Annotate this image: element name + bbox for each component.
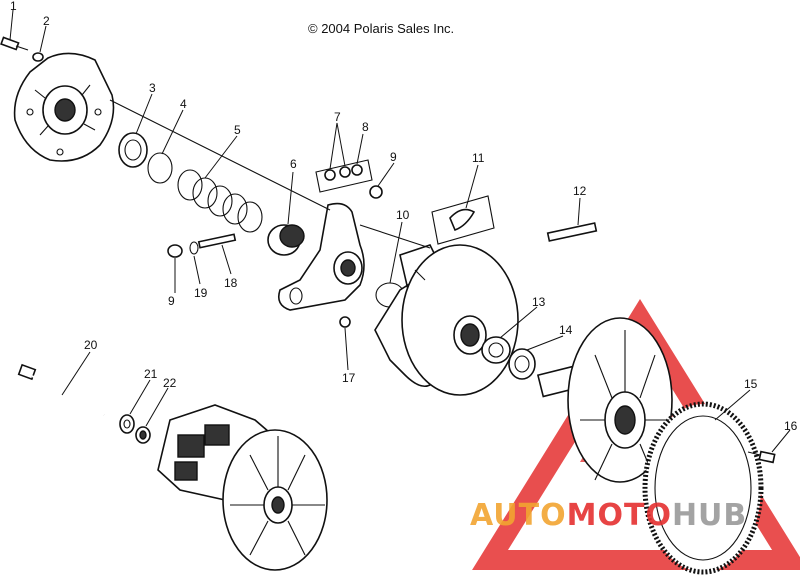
callout-9-upper: 9 [390, 150, 397, 164]
callout-6: 6 [290, 157, 297, 171]
part-spider-arm [277, 202, 365, 311]
part-bushing-3 [118, 132, 148, 168]
callout-14: 14 [559, 323, 573, 337]
part-rollers-7-8 [315, 159, 373, 193]
callout-13: 13 [532, 295, 546, 309]
part-bushing-14 [508, 348, 536, 380]
part-pin-9-lower [167, 244, 183, 258]
part-ring-gear-15 [642, 401, 764, 575]
callout-labels: 1 2 3 4 5 6 7 8 9 9 10 11 12 13 14 15 16… [10, 0, 798, 433]
part-movable-sheave [374, 244, 519, 396]
part-pin-18 [197, 233, 237, 249]
part-clip-11 [431, 195, 495, 245]
part-assembled-clutch [157, 404, 328, 571]
part-nut-9-upper [369, 185, 383, 199]
watermark-middle: MOTO [567, 498, 672, 533]
part-bushing-13 [481, 336, 511, 364]
part-fixed-sheave [536, 317, 673, 483]
watermark-text: AUTOMOTOHUB [470, 498, 747, 533]
callout-19: 19 [194, 286, 208, 300]
watermark-suffix: HUB [672, 498, 747, 533]
callout-15: 15 [744, 377, 758, 391]
part-washer-2 [32, 52, 44, 62]
callout-18: 18 [224, 276, 238, 290]
part-snap-ring-4 [147, 152, 173, 184]
callout-8: 8 [362, 120, 369, 134]
callout-20: 20 [84, 338, 98, 352]
leader-lines [9, 9, 791, 453]
callout-16: 16 [784, 419, 798, 433]
axis-line-2 [359, 224, 431, 249]
part-bolt-16 [747, 450, 776, 464]
part-spring-5 [177, 169, 263, 233]
callout-3: 3 [149, 81, 156, 95]
callout-4: 4 [180, 97, 187, 111]
copyright-text: © 2004 Polaris Sales Inc. [308, 21, 454, 36]
part-washer-21 [119, 414, 135, 434]
part-pin-12 [546, 222, 598, 242]
part-roller-6 [267, 224, 305, 256]
callout-7: 7 [334, 110, 341, 124]
part-nut-17 [339, 316, 351, 328]
callout-10: 10 [396, 208, 410, 222]
part-bolt-20 [17, 363, 105, 416]
part-nut-22 [135, 426, 151, 444]
part-cover-plate [13, 52, 115, 162]
callout-17: 17 [342, 371, 356, 385]
callout-2: 2 [43, 14, 50, 28]
callout-12: 12 [573, 184, 587, 198]
axis-line [109, 99, 331, 211]
callout-22: 22 [163, 376, 177, 390]
callout-1: 1 [10, 0, 17, 13]
watermark-prefix: AUTO [470, 498, 567, 533]
callout-11: 11 [472, 151, 485, 165]
svg-text:AUTOMOTOHUB: AUTOMOTOHUB [470, 498, 747, 533]
callout-21: 21 [144, 367, 158, 381]
part-bolt-1 [0, 36, 29, 51]
part-washer-19 [189, 241, 199, 255]
callout-5: 5 [234, 123, 241, 137]
callout-9-lower: 9 [168, 294, 175, 308]
